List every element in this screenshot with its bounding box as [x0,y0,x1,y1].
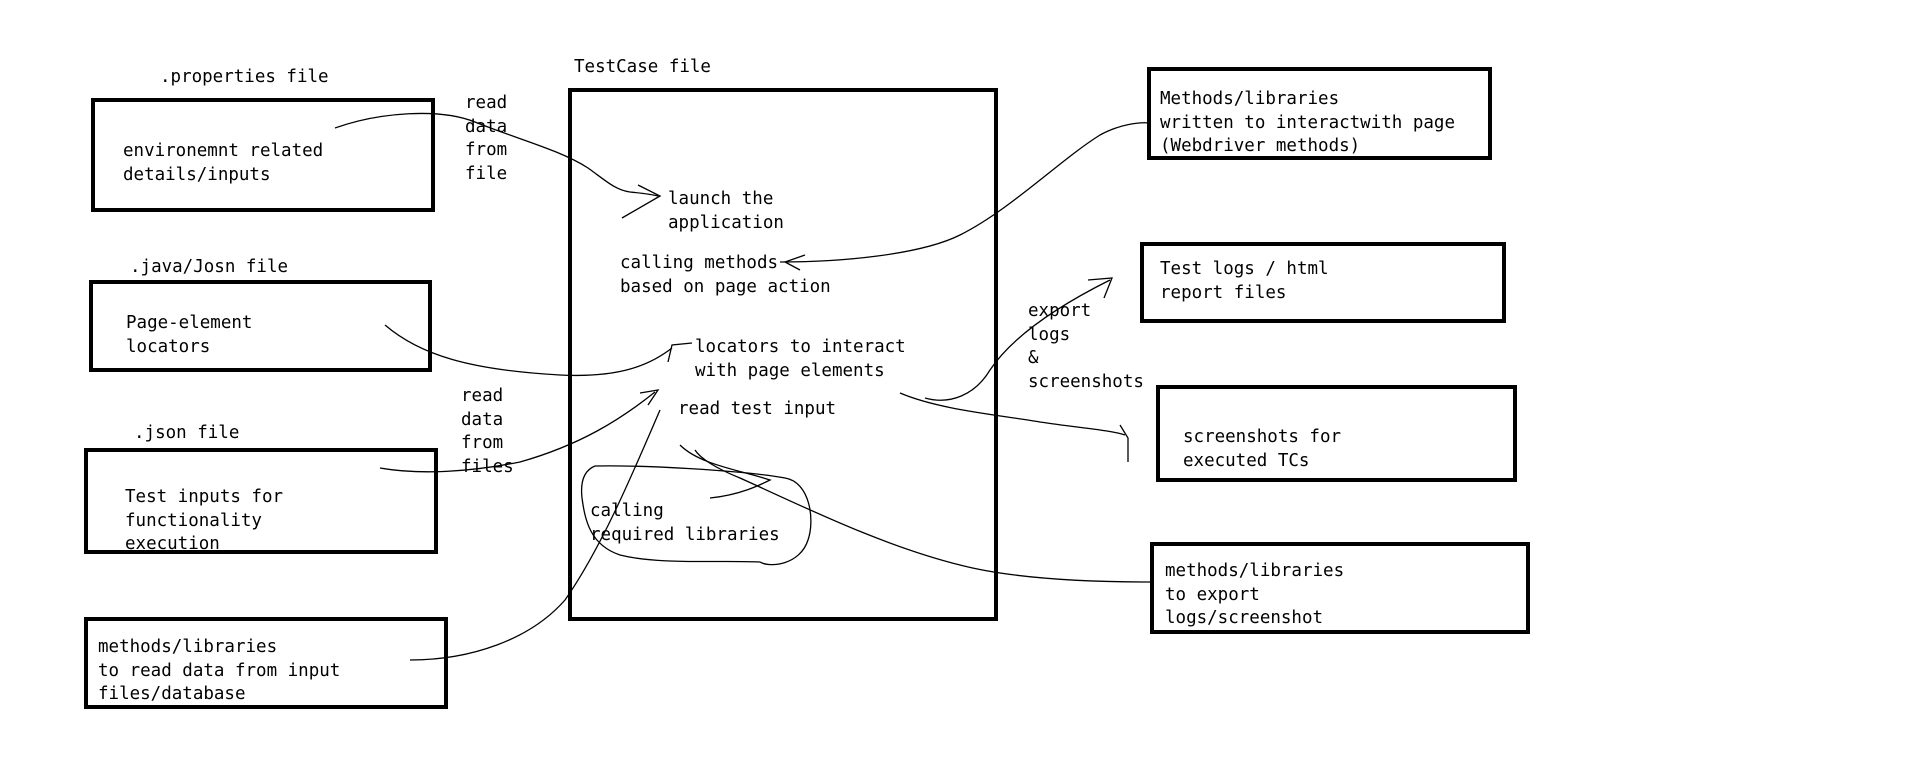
webdriver-body: Methods/libraries written to interactwit… [1160,89,1456,156]
test-logs-box [1140,242,1506,323]
testcase-locators-text: locators to interact with page elements [695,337,906,381]
test-logs-body: Test logs / html report files [1160,259,1329,303]
export-libs-body: methods/libraries to export logs/screens… [1165,561,1345,628]
json-file-box [84,448,438,554]
label-read-data-from-files: read data from files [461,386,514,477]
java-json-box [89,280,432,372]
label-read-data-from-file: read data from file [465,93,508,184]
screenshots-box [1156,385,1517,482]
read-libs-box [84,617,448,709]
java-json-body: Page-element locators [126,313,253,357]
arrowhead-test-logs [1087,277,1113,299]
webdriver-box [1147,67,1492,160]
properties-box [91,98,435,212]
read-libs-body: methods/libraries to read data from inpu… [98,637,341,704]
arrowhead-screenshots [1119,424,1129,462]
label-export: export logs & screenshots [1028,301,1144,392]
java-json-title: .java/Josn file [130,257,289,277]
json-file-title: .json file [134,423,240,443]
testcase-calling-libs-text: calling required libraries [590,501,780,545]
testcase-title: TestCase file [574,57,711,77]
export-libs-box [1150,542,1530,634]
properties-body: environemnt related details/inputs [123,141,324,185]
testcase-launch-text: launch the application [668,189,784,233]
screenshots-body: screenshots for executed TCs [1183,427,1342,471]
json-file-body: Test inputs for functionality execution [125,487,284,554]
testcase-box [568,88,998,621]
testcase-calling-methods-text: calling methods based on page action [620,253,831,297]
properties-title: .properties file [160,67,329,87]
testcase-read-input-text: read test input [678,399,837,419]
